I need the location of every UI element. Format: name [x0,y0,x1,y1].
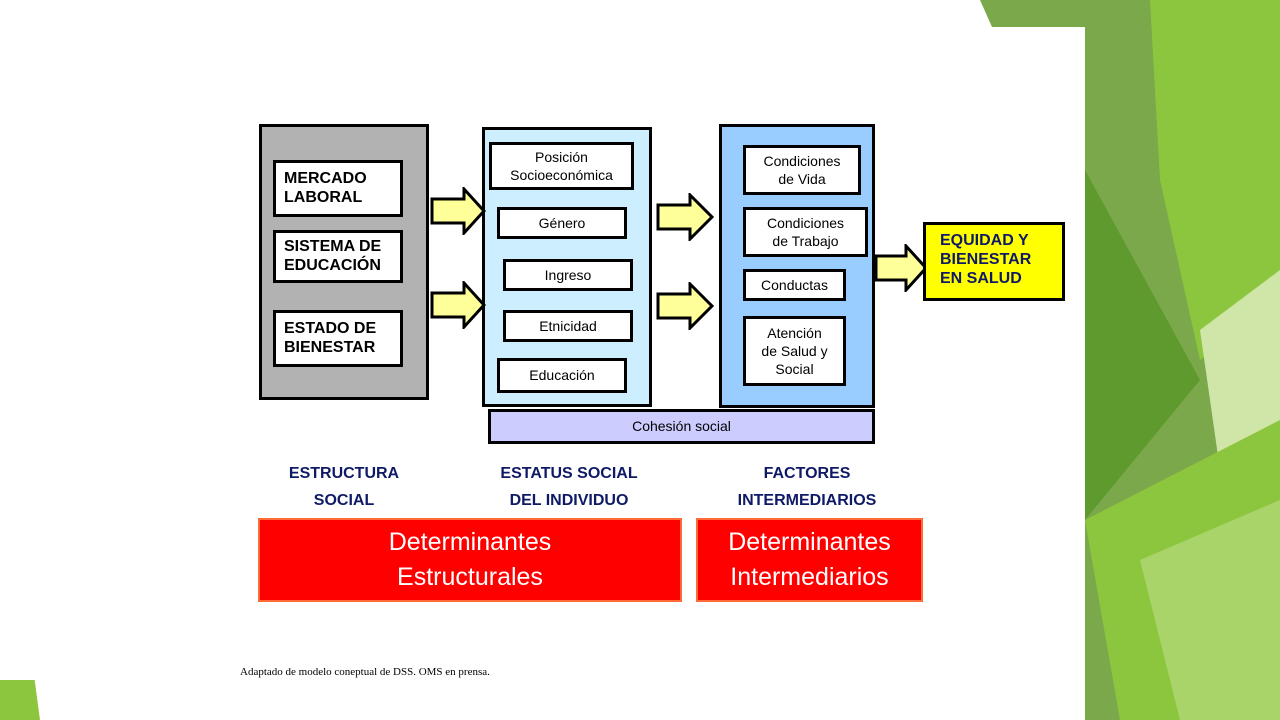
health-equity-outcome-box: EQUIDAD Y BIENESTAR EN SALUD [923,222,1065,301]
work-conditions-box: Condiciones de Trabajo [743,207,868,257]
label-social-structure: ESTRUCTURA SOCIAL [288,465,400,509]
behaviors-box: Conductas [743,269,846,301]
label-intermediate-factors: FACTORES INTERMEDIARIOS [737,465,877,509]
arrow-to-outcome [874,244,928,292]
labor-market-box: MERCADO LABORAL [273,160,403,217]
gender-box: Género [497,207,627,239]
income-box: Ingreso [503,259,633,291]
health-care-box: Atención de Salud y Social [743,316,846,386]
structural-determinants-box: Determinantes Estructurales [258,518,682,602]
ethnicity-box: Etnicidad [503,310,633,342]
socioeconomic-position-box: Posición Socioeconómica [489,142,634,190]
arrow-structure-to-status-top [430,187,486,235]
arrow-status-to-intermediate-bottom [656,282,714,330]
welfare-state-box: ESTADO DE BIENESTAR [273,310,403,367]
label-social-status: ESTATUS SOCIAL DEL INDIVIDUO [500,465,638,509]
source-caption: Adaptado de modelo coneptual de DSS. OMS… [240,666,490,678]
intermediate-determinants-box: Determinantes Intermediarios [696,518,923,602]
education-system-box: SISTEMA DE EDUCACIÓN [273,230,403,283]
living-conditions-box: Condiciones de Vida [743,145,861,195]
arrow-structure-to-status-bottom [430,281,486,329]
education-box: Educación [497,358,627,393]
arrow-status-to-intermediate-top [656,193,714,241]
social-cohesion-bar: Cohesión social [488,409,875,444]
